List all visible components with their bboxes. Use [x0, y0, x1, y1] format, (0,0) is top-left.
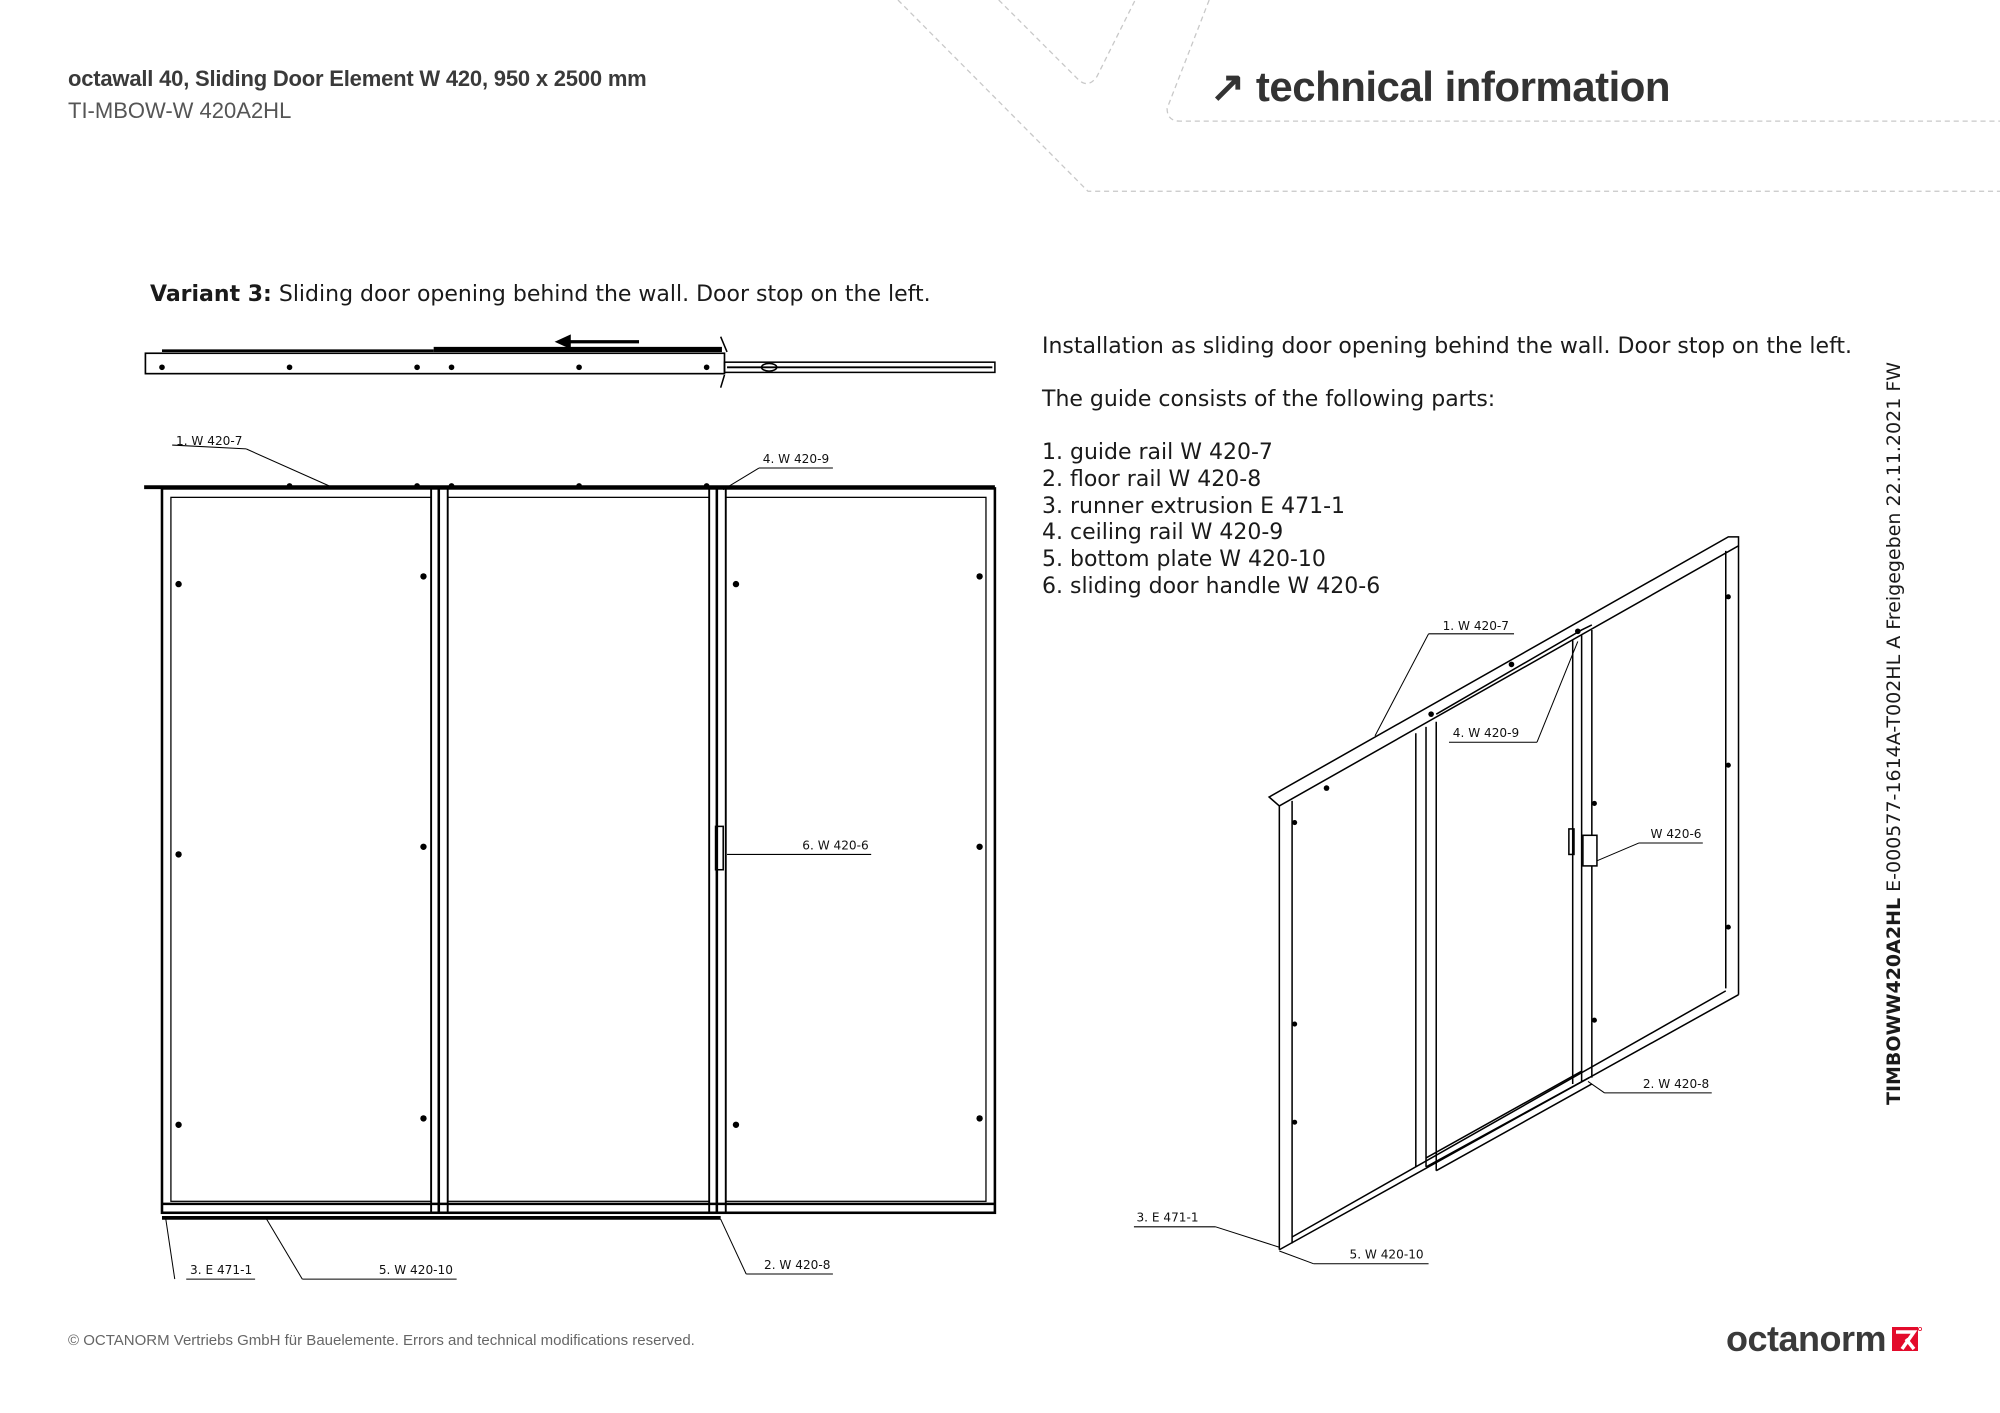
- logo-mark-icon: [1892, 1327, 1923, 1351]
- front-view-drawing: [144, 444, 997, 1280]
- stamp-details: E-000577-1614A-T002HL A Freigegeben 22.1…: [1883, 361, 1905, 892]
- stamp-code: TIMBOWW420A2HL: [1883, 897, 1905, 1105]
- variant-label: Variant 3:: [150, 282, 272, 307]
- arrow-icon: ↗: [1210, 63, 1245, 110]
- parts-item: 1. guide rail W 420-7: [1042, 440, 1273, 465]
- front-label-runner: 3. E 471-1: [190, 1263, 252, 1277]
- iso-label-floor-rail: 2. W 420-8: [1643, 1077, 1709, 1091]
- copyright-footer: © OCTANORM Vertriebs GmbH für Bauelement…: [68, 1332, 695, 1349]
- parts-item: 4. ceiling rail W 420-9: [1042, 520, 1284, 545]
- iso-label-ceiling-rail: 4. W 420-9: [1453, 726, 1519, 740]
- front-label-bottom-plate: 5. W 420-10: [379, 1263, 453, 1277]
- header-decoration: [897, 0, 2000, 192]
- iso-label-bottom-plate: 5. W 420-10: [1349, 1248, 1423, 1262]
- logo-wordmark: octanorm: [1726, 1318, 1887, 1359]
- variant-text: Sliding door opening behind the wall. Do…: [278, 282, 931, 307]
- section-title-text: technical information: [1255, 63, 1671, 110]
- parts-heading: The guide consists of the following part…: [1042, 387, 1496, 412]
- front-label-guide-rail: 1. W 420-7: [176, 434, 242, 448]
- top-view-drawing: [144, 334, 996, 388]
- variant-heading: Variant 3: Sliding door opening behind t…: [150, 282, 931, 307]
- iso-label-handle: W 420-6: [1651, 827, 1702, 841]
- installation-intro: Installation as sliding door opening beh…: [1042, 334, 1853, 359]
- iso-label-guide-rail: 1. W 420-7: [1443, 619, 1509, 633]
- parts-item: 3. runner extrusion E 471-1: [1042, 494, 1346, 519]
- parts-item: 6. sliding door handle W 420-6: [1042, 574, 1381, 599]
- front-label-ceiling-rail: 4. W 420-9: [763, 452, 829, 466]
- isometric-drawing: [1133, 536, 1740, 1265]
- iso-label-runner: 3. E 471-1: [1136, 1211, 1198, 1225]
- document-title: octawall 40, Sliding Door Element W 420,…: [68, 66, 647, 91]
- parts-item: 5. bottom plate W 420-10: [1042, 547, 1326, 572]
- front-label-handle: 6. W 420-6: [802, 838, 868, 852]
- door-handle: [714, 825, 724, 871]
- release-stamp: TIMBOWW420A2HL E-000577-1614A-T002HL A F…: [1883, 362, 1905, 1105]
- octanorm-logo: octanorm: [1726, 1318, 1923, 1360]
- parts-item: 2. floor rail W 420-8: [1042, 467, 1262, 492]
- document-code: TI-MBOW-W 420A2HL: [68, 98, 292, 123]
- section-title: ↗ technical information: [1210, 62, 1671, 111]
- front-label-floor-rail: 2. W 420-8: [764, 1258, 830, 1272]
- direction-arrow: [554, 334, 640, 350]
